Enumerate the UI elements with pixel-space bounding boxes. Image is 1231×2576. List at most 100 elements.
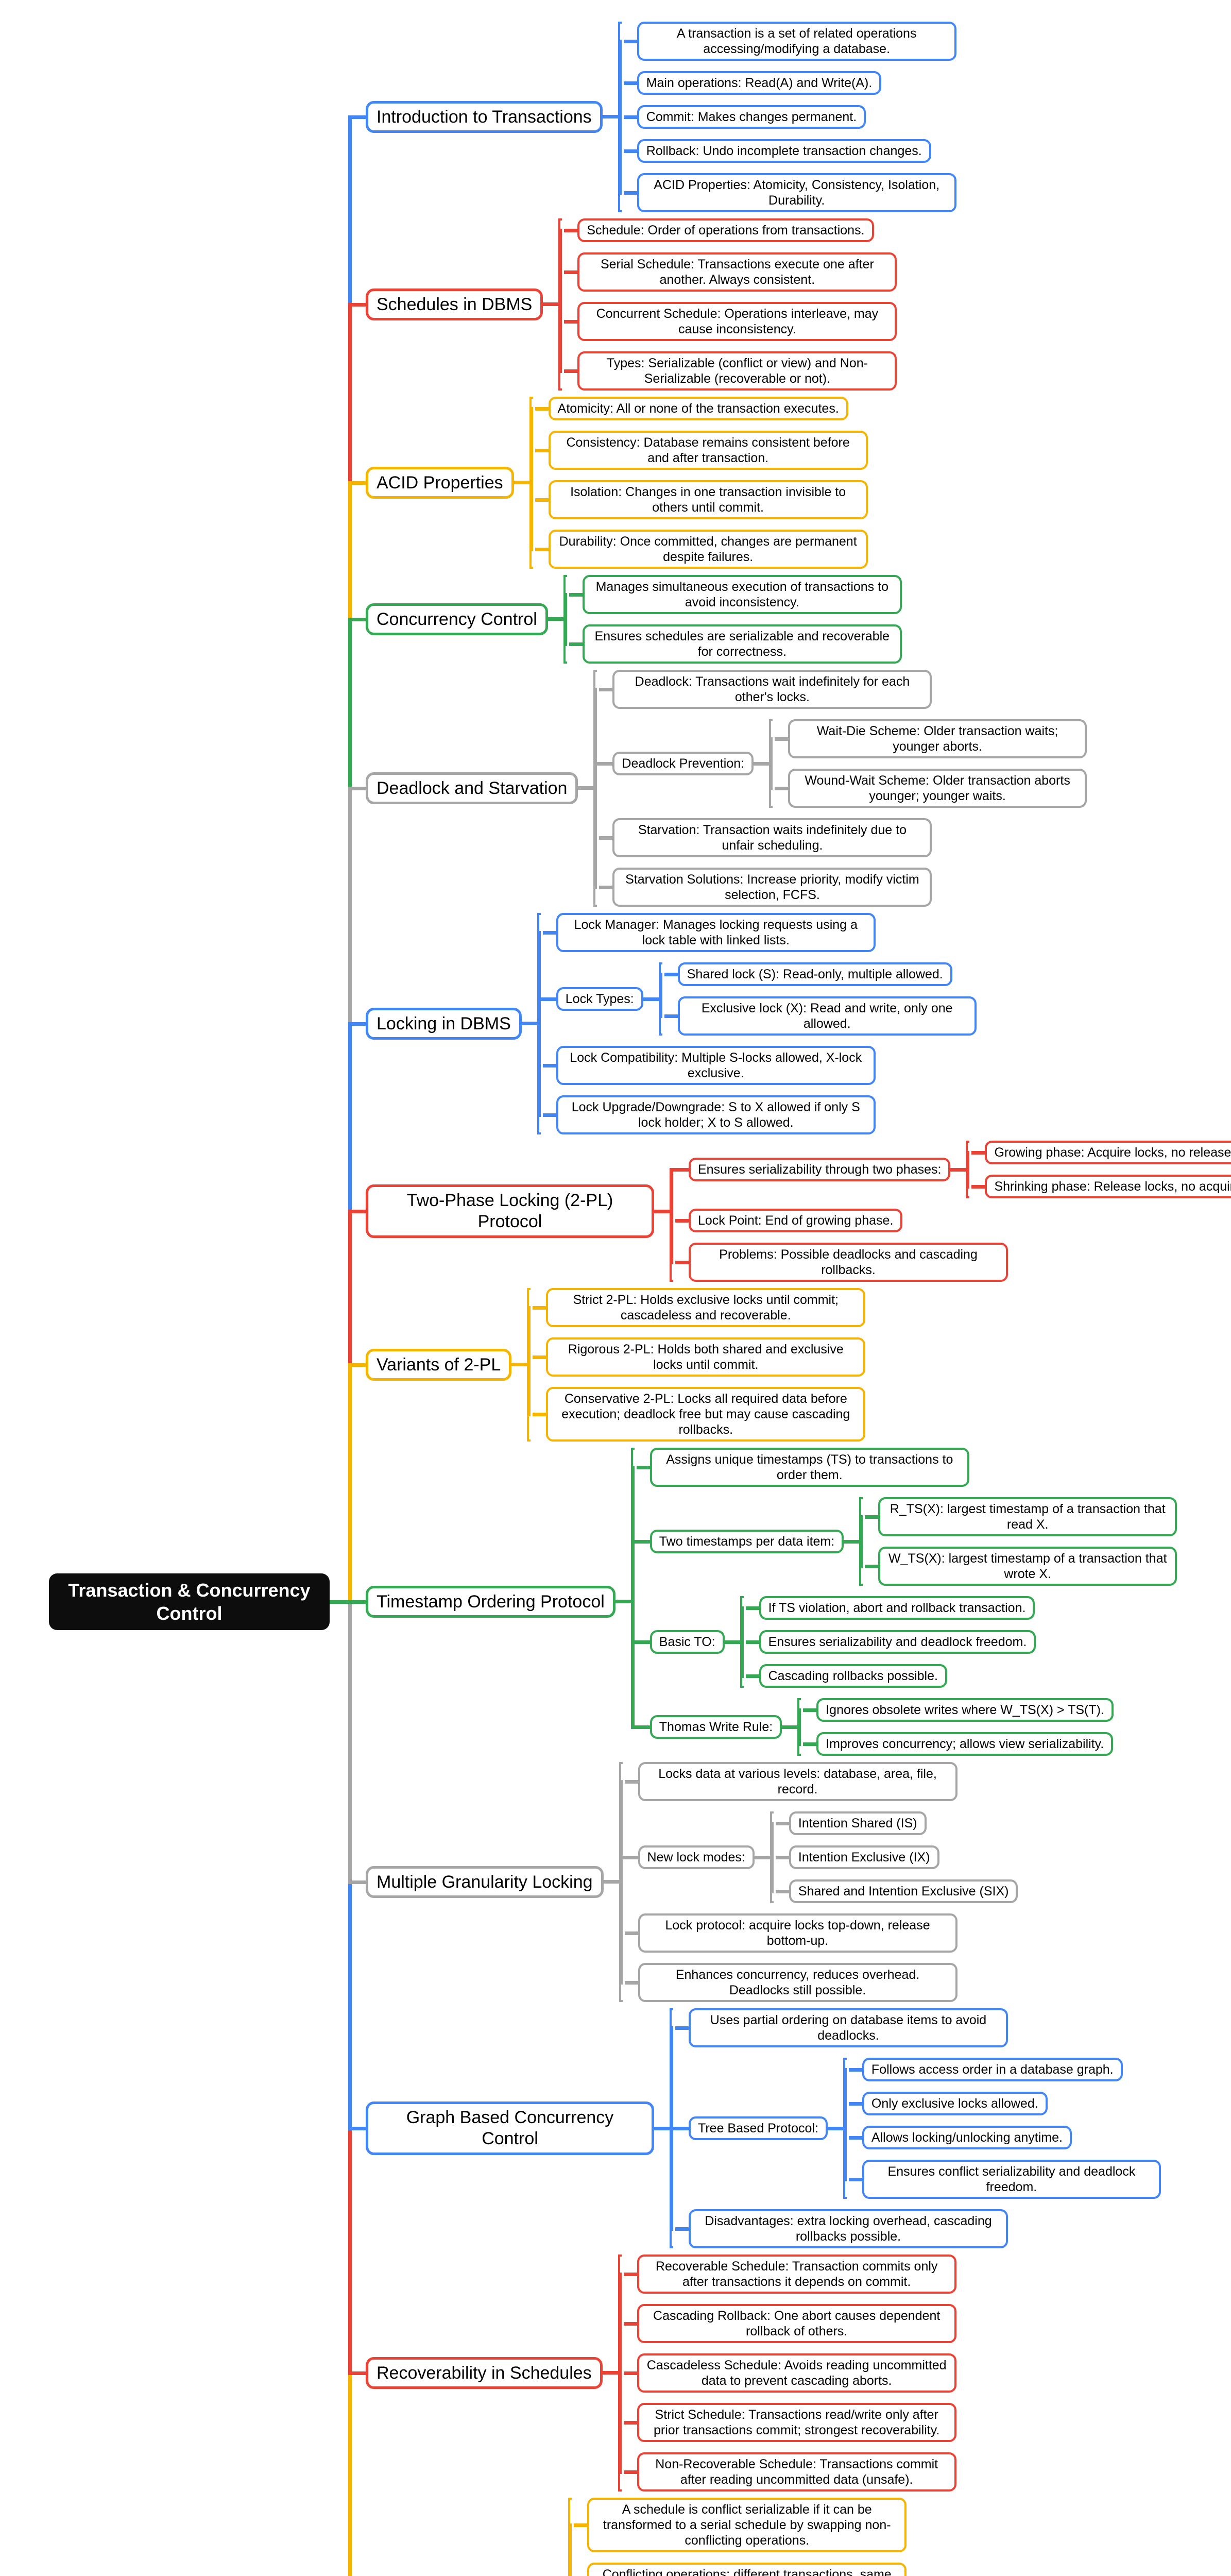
children-group: Strict 2-PL: Holds exclusive locks until… — [527, 1288, 866, 1442]
children-group: Locks data at various levels: database, … — [619, 1762, 1018, 2002]
sub-branch-basic-to: Basic TO: If TS violation, abort and rol… — [634, 1596, 1036, 1688]
leaf-node: Ensures serializability and deadlock fre… — [745, 1630, 1036, 1654]
leaf-node: Durability: Once committed, changes are … — [531, 530, 868, 569]
sub-topic-node: Ensures serializability through two phas… — [689, 1158, 967, 1181]
leaf-node: Assigns unique timestamps (TS) to transa… — [632, 1448, 969, 1487]
sub-branch-tree-based-protocol: Tree Based Protocol: Follows access orde… — [673, 2058, 1161, 2199]
leaf-node: Exclusive lock (X): Read and write, only… — [660, 996, 977, 1036]
leaf-node: Locks data at various levels: database, … — [621, 1762, 958, 1801]
sub-topic-node: Basic TO: — [649, 1630, 741, 1654]
spine-segment — [348, 117, 352, 304]
root-connector — [330, 1600, 349, 1604]
branch-topic-two-phase-locking: Two-Phase Locking (2-PL) Protocol — [366, 1184, 670, 1238]
leaf-node: Ignores obsolete writes where W_TS(X) > … — [799, 1698, 1114, 1722]
leaf-node: ACID Properties: Atomicity, Consistency,… — [620, 173, 956, 212]
leaf-node: Shrinking phase: Release locks, no acqui… — [968, 1175, 1231, 1198]
branch-topic-timestamp-ordering: Timestamp Ordering Protocol — [366, 1585, 631, 1618]
branch-multiple-granularity: Multiple Granularity Locking Locks data … — [366, 1762, 1231, 2002]
branch-timestamp-ordering: Timestamp Ordering Protocol Assigns uniq… — [366, 1448, 1231, 1756]
branch-intro-transactions: Introduction to Transactions A transacti… — [366, 22, 1231, 212]
leaf-node: Starvation Solutions: Increase priority,… — [595, 868, 932, 907]
leaf-node: Rollback: Undo incomplete transaction ch… — [623, 139, 931, 163]
leaf-node: Cascading rollbacks possible. — [742, 1664, 947, 1688]
branch-connector — [348, 617, 368, 621]
branch-connector — [348, 302, 368, 307]
branch-deadlock-starvation: Deadlock and Starvation Deadlock: Transa… — [366, 670, 1231, 907]
leaf-node: Intention Shared (IS) — [772, 1811, 927, 1835]
sub-branch-deadlock-prevention: Deadlock Prevention: Wait-Die Scheme: Ol… — [597, 719, 1087, 808]
leaf-node: Recoverable Schedule: Transaction commit… — [620, 2255, 956, 2294]
children-group: Assigns unique timestamps (TS) to transa… — [630, 1448, 1177, 1756]
sub-branch-lock-types: Lock Types: Shared lock (S): Read-only, … — [540, 962, 977, 1036]
branch-topic-variants-2pl: Variants of 2-PL — [366, 1348, 528, 1381]
branch-conflict-serializability: Conflict Serializability A schedule is c… — [366, 2498, 1231, 2576]
leaf-node: Shared and Intention Exclusive (SIX) — [772, 1879, 1018, 1903]
branch-connector — [348, 1363, 368, 1367]
children-group: A transaction is a set of related operat… — [618, 22, 956, 212]
leaf-node: Wound-Wait Scheme: Older transaction abo… — [771, 769, 1087, 808]
branch-topic-intro-transactions: Introduction to Transactions — [366, 100, 619, 133]
root-node: Transaction & Concurrency Control — [49, 1573, 330, 1630]
children-group: Growing phase: Acquire locks, no release… — [966, 1141, 1231, 1198]
leaf-node: Strict Schedule: Transactions read/write… — [623, 2403, 956, 2442]
sub-branch-new-lock-modes: New lock modes: Intention Shared (IS) In… — [622, 1811, 1018, 1903]
branch-connector — [348, 786, 368, 790]
spine-segment — [348, 304, 352, 483]
leaf-node: Wait-Die Scheme: Older transaction waits… — [771, 719, 1087, 758]
sub-topic-node: Thomas Write Rule: — [649, 1715, 798, 1739]
leaf-node: Starvation: Transaction waits indefinite… — [599, 818, 932, 857]
sub-topic-node: New lock modes: — [638, 1845, 771, 1869]
leaf-node: Manages simultaneous execution of transa… — [565, 575, 902, 614]
leaf-node: Serial Schedule: Transactions execute on… — [564, 252, 897, 292]
sub-branch-thomas-write-rule: Thomas Write Rule: Ignores obsolete writ… — [630, 1698, 1114, 1756]
children-group: Deadlock: Transactions wait indefinitely… — [593, 670, 1087, 907]
sub-topic-node: Two timestamps per data item: — [649, 1530, 860, 1553]
leaf-node: Cascading Rollback: One abort causes dep… — [623, 2304, 956, 2343]
branch-topic-multiple-granularity: Multiple Granularity Locking — [366, 1866, 620, 1899]
leaf-node: Deadlock: Transactions wait indefinitely… — [595, 670, 932, 709]
spine-segment — [348, 1211, 352, 1365]
children-group: Follows access order in a database graph… — [843, 2058, 1161, 2199]
branch-connector — [348, 1209, 368, 1213]
leaf-node: Concurrent Schedule: Operations interlea… — [564, 302, 897, 341]
branch-variants-2pl: Variants of 2-PL Strict 2-PL: Holds excl… — [366, 1288, 1231, 1442]
children-group: Wait-Die Scheme: Older transaction waits… — [769, 719, 1087, 808]
branch-topic-graph-based: Graph Based Concurrency Control — [366, 2102, 670, 2155]
spine-segment — [348, 1365, 352, 1602]
leaf-node: Isolation: Changes in one transaction in… — [535, 480, 868, 519]
leaf-node: Atomicity: All or none of the transactio… — [531, 397, 848, 420]
leaf-node: Lock Compatibility: Multiple S-locks all… — [542, 1046, 876, 1085]
branch-concurrency-control: Concurrency Control Manages simultaneous… — [366, 575, 1231, 664]
leaf-node: Growing phase: Acquire locks, no release… — [968, 1141, 1231, 1164]
children-group: Lock Manager: Manages locking requests u… — [537, 913, 977, 1134]
leaf-node: Intention Exclusive (IX) — [775, 1845, 939, 1869]
leaf-node: Follows access order in a database graph… — [845, 2058, 1123, 2081]
branch-connector — [348, 1600, 368, 1604]
leaf-node: Conservative 2-PL: Locks all required da… — [529, 1387, 866, 1442]
children-group: Atomicity: All or none of the transactio… — [529, 397, 868, 569]
leaf-node: Enhances concurrency, reduces overhead. … — [621, 1963, 958, 2002]
leaf-node: If TS violation, abort and rollback tran… — [742, 1596, 1035, 1620]
spine-segment — [348, 1602, 352, 1882]
leaf-node: W_TS(X): largest timestamp of a transact… — [861, 1547, 1177, 1586]
spine-segment — [348, 483, 352, 619]
leaf-node: Ensures conflict serializability and dea… — [845, 2160, 1161, 2199]
sub-topic-node: Lock Types: — [556, 987, 659, 1011]
leaf-node: Rigorous 2-PL: Holds both shared and exc… — [533, 1337, 866, 1377]
branch-connector — [348, 1022, 368, 1026]
leaf-node: Non-Recoverable Schedule: Transactions c… — [620, 2452, 956, 2492]
spine-segment — [348, 2373, 352, 2576]
leaf-node: Improves concurrency; allows view serial… — [799, 1732, 1114, 1756]
leaf-node: Commit: Makes changes permanent. — [623, 105, 866, 129]
children-group: If TS violation, abort and rollback tran… — [740, 1596, 1036, 1688]
spine-segment — [348, 1882, 352, 2128]
children-group: Uses partial ordering on database items … — [670, 2008, 1161, 2248]
branch-topic-concurrency-control: Concurrency Control — [366, 603, 564, 636]
leaf-node: Disadvantages: extra locking overhead, c… — [672, 2209, 1008, 2248]
branch-topic-schedules: Schedules in DBMS — [366, 288, 559, 321]
children-group: Recoverable Schedule: Transaction commit… — [618, 2255, 956, 2492]
leaf-node: R_TS(X): largest timestamp of a transact… — [861, 1497, 1177, 1536]
sub-branch-two-phases: Ensures serializability through two phas… — [670, 1141, 1231, 1198]
branch-acid: ACID Properties Atomicity: All or none o… — [366, 397, 1231, 569]
branch-schedules: Schedules in DBMS Schedule: Order of ope… — [366, 218, 1231, 391]
